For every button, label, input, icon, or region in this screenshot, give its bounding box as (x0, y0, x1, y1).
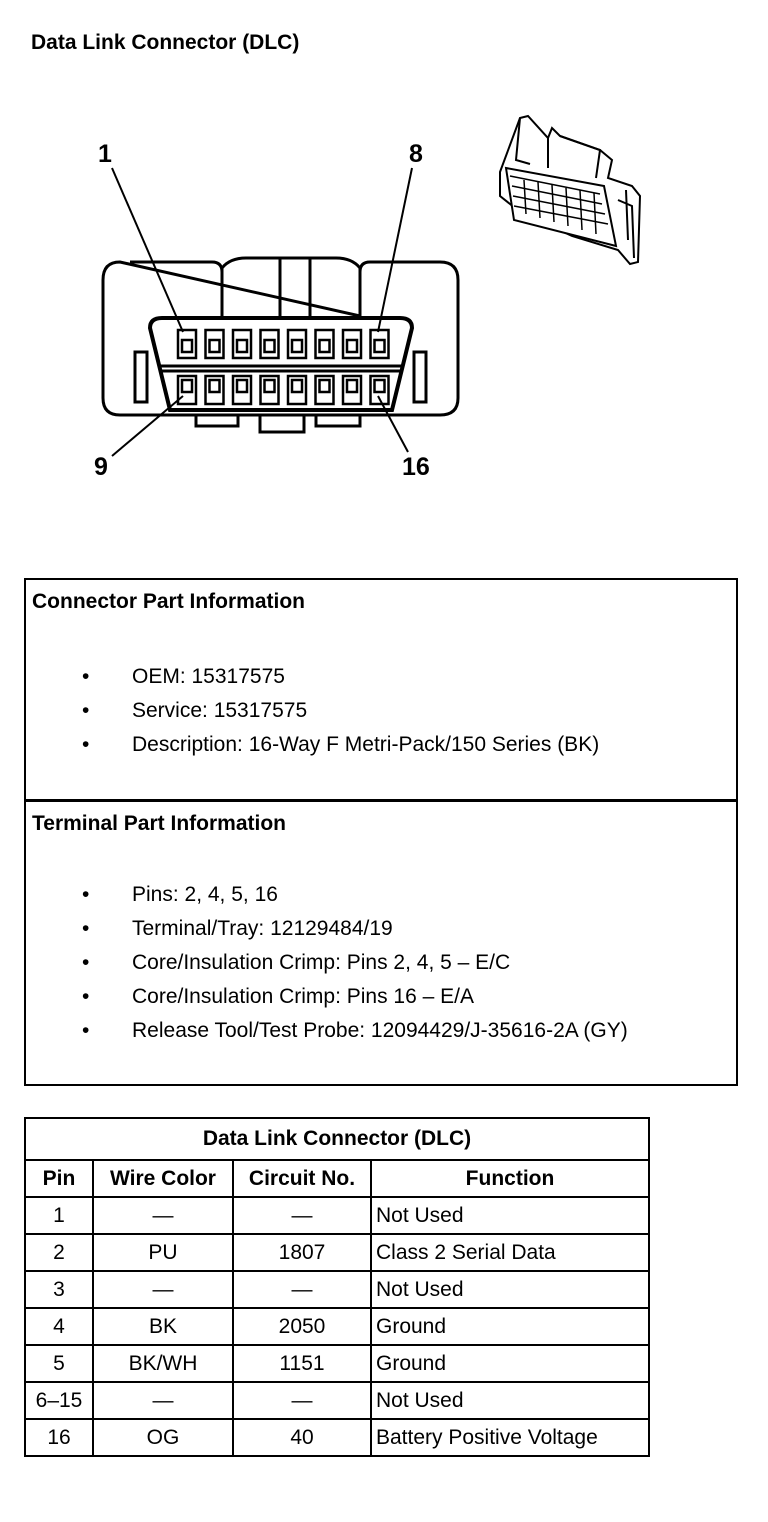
function-cell: Not Used (370, 1270, 650, 1309)
pin-cavity (286, 374, 308, 406)
header-circuit-no: Circuit No. (232, 1159, 372, 1198)
pin-cavity (341, 374, 363, 406)
table-header-row: Pin Wire Color Circuit No. Function (24, 1159, 650, 1198)
circuit-cell: 1151 (232, 1344, 372, 1383)
function-cell: Ground (370, 1344, 650, 1383)
table-title: Data Link Connector (DLC) (24, 1117, 650, 1161)
page-title: Data Link Connector (DLC) (31, 31, 300, 54)
pin-label-1: 1 (98, 140, 112, 168)
list-item: OEM: 15317575 (26, 660, 599, 694)
pin-label-16: 16 (402, 453, 430, 481)
list-item: Terminal/Tray: 12129484/19 (26, 912, 628, 946)
pin-cavity (369, 374, 390, 406)
pin-label-8: 8 (409, 140, 423, 168)
pin-cell: 16 (24, 1418, 94, 1457)
pin-cavity (176, 328, 198, 360)
function-cell: Battery Positive Voltage (370, 1418, 650, 1457)
pin-cavity (231, 328, 253, 360)
circuit-cell: 2050 (232, 1307, 372, 1346)
list-item: Release Tool/Test Probe: 12094429/J-3561… (26, 1014, 628, 1048)
wire-color-cell: PU (92, 1233, 234, 1272)
circuit-cell: — (232, 1196, 372, 1235)
list-item: Core/Insulation Crimp: Pins 16 – E/A (26, 980, 628, 1014)
function-cell: Ground (370, 1307, 650, 1346)
pin-cell: 2 (24, 1233, 94, 1272)
connector-face (147, 316, 415, 412)
terminal-part-info: Terminal Part Information Pins: 2, 4, 5,… (26, 802, 736, 1084)
wire-color-cell: BK (92, 1307, 234, 1346)
pin-cavity (204, 374, 225, 406)
circuit-cell: — (232, 1381, 372, 1420)
pin-cell: 3 (24, 1270, 94, 1309)
dlc-diagram: 1 8 9 16 (94, 114, 642, 481)
pin-cavity (176, 374, 198, 406)
pin-cavity (369, 328, 390, 360)
connector-info-heading: Connector Part Information (32, 590, 306, 613)
wire-color-cell: — (92, 1196, 234, 1235)
pin-cell: 6–15 (24, 1381, 94, 1420)
pin-cell: 5 (24, 1344, 94, 1383)
circuit-cell: — (232, 1270, 372, 1309)
pin-cavity (314, 374, 335, 406)
header-pin: Pin (24, 1159, 94, 1198)
pin-cavities (176, 328, 390, 406)
leader-lines (111, 167, 413, 457)
wire-color-cell: BK/WH (92, 1344, 234, 1383)
wire-color-cell: — (92, 1270, 234, 1309)
connector-3d-view (499, 114, 642, 266)
list-item: Pins: 2, 4, 5, 16 (26, 878, 628, 912)
pin-cavity (231, 374, 253, 406)
pin-cell: 1 (24, 1196, 94, 1235)
wire-color-cell: OG (92, 1418, 234, 1457)
pin-cavity (259, 374, 280, 406)
pin-cavity (286, 328, 308, 360)
connector-housing (101, 256, 460, 434)
table-row: 1——Not Used (24, 1196, 650, 1235)
wire-color-cell: — (92, 1381, 234, 1420)
circuit-cell: 1807 (232, 1233, 372, 1272)
terminal-info-heading: Terminal Part Information (32, 812, 286, 835)
pin-label-9: 9 (94, 453, 108, 481)
connector-part-info: Connector Part Information OEM: 15317575… (26, 580, 736, 802)
pin-table: Data Link Connector (DLC) Pin Wire Color… (24, 1117, 650, 1457)
connector-info-list: OEM: 15317575 Service: 15317575 Descript… (26, 660, 599, 762)
table-title-row: Data Link Connector (DLC) (24, 1117, 650, 1161)
pin-cavity (204, 328, 225, 360)
terminal-info-list: Pins: 2, 4, 5, 16 Terminal/Tray: 1212948… (26, 878, 628, 1048)
function-cell: Not Used (370, 1381, 650, 1420)
part-info-box: Connector Part Information OEM: 15317575… (24, 578, 738, 1086)
table-row: 3——Not Used (24, 1270, 650, 1309)
list-item: Description: 16-Way F Metri-Pack/150 Ser… (26, 728, 599, 762)
pin-cell: 4 (24, 1307, 94, 1346)
list-item: Core/Insulation Crimp: Pins 2, 4, 5 – E/… (26, 946, 628, 980)
pin-cavity (314, 328, 335, 360)
function-cell: Class 2 Serial Data (370, 1233, 650, 1272)
table-row: 6–15——Not Used (24, 1381, 650, 1420)
header-wire-color: Wire Color (92, 1159, 234, 1198)
pin-cavity (341, 328, 363, 360)
function-cell: Not Used (370, 1196, 650, 1235)
circuit-cell: 40 (232, 1418, 372, 1457)
list-item: Service: 15317575 (26, 694, 599, 728)
pin-cavity (259, 328, 280, 360)
header-function: Function (370, 1159, 650, 1198)
